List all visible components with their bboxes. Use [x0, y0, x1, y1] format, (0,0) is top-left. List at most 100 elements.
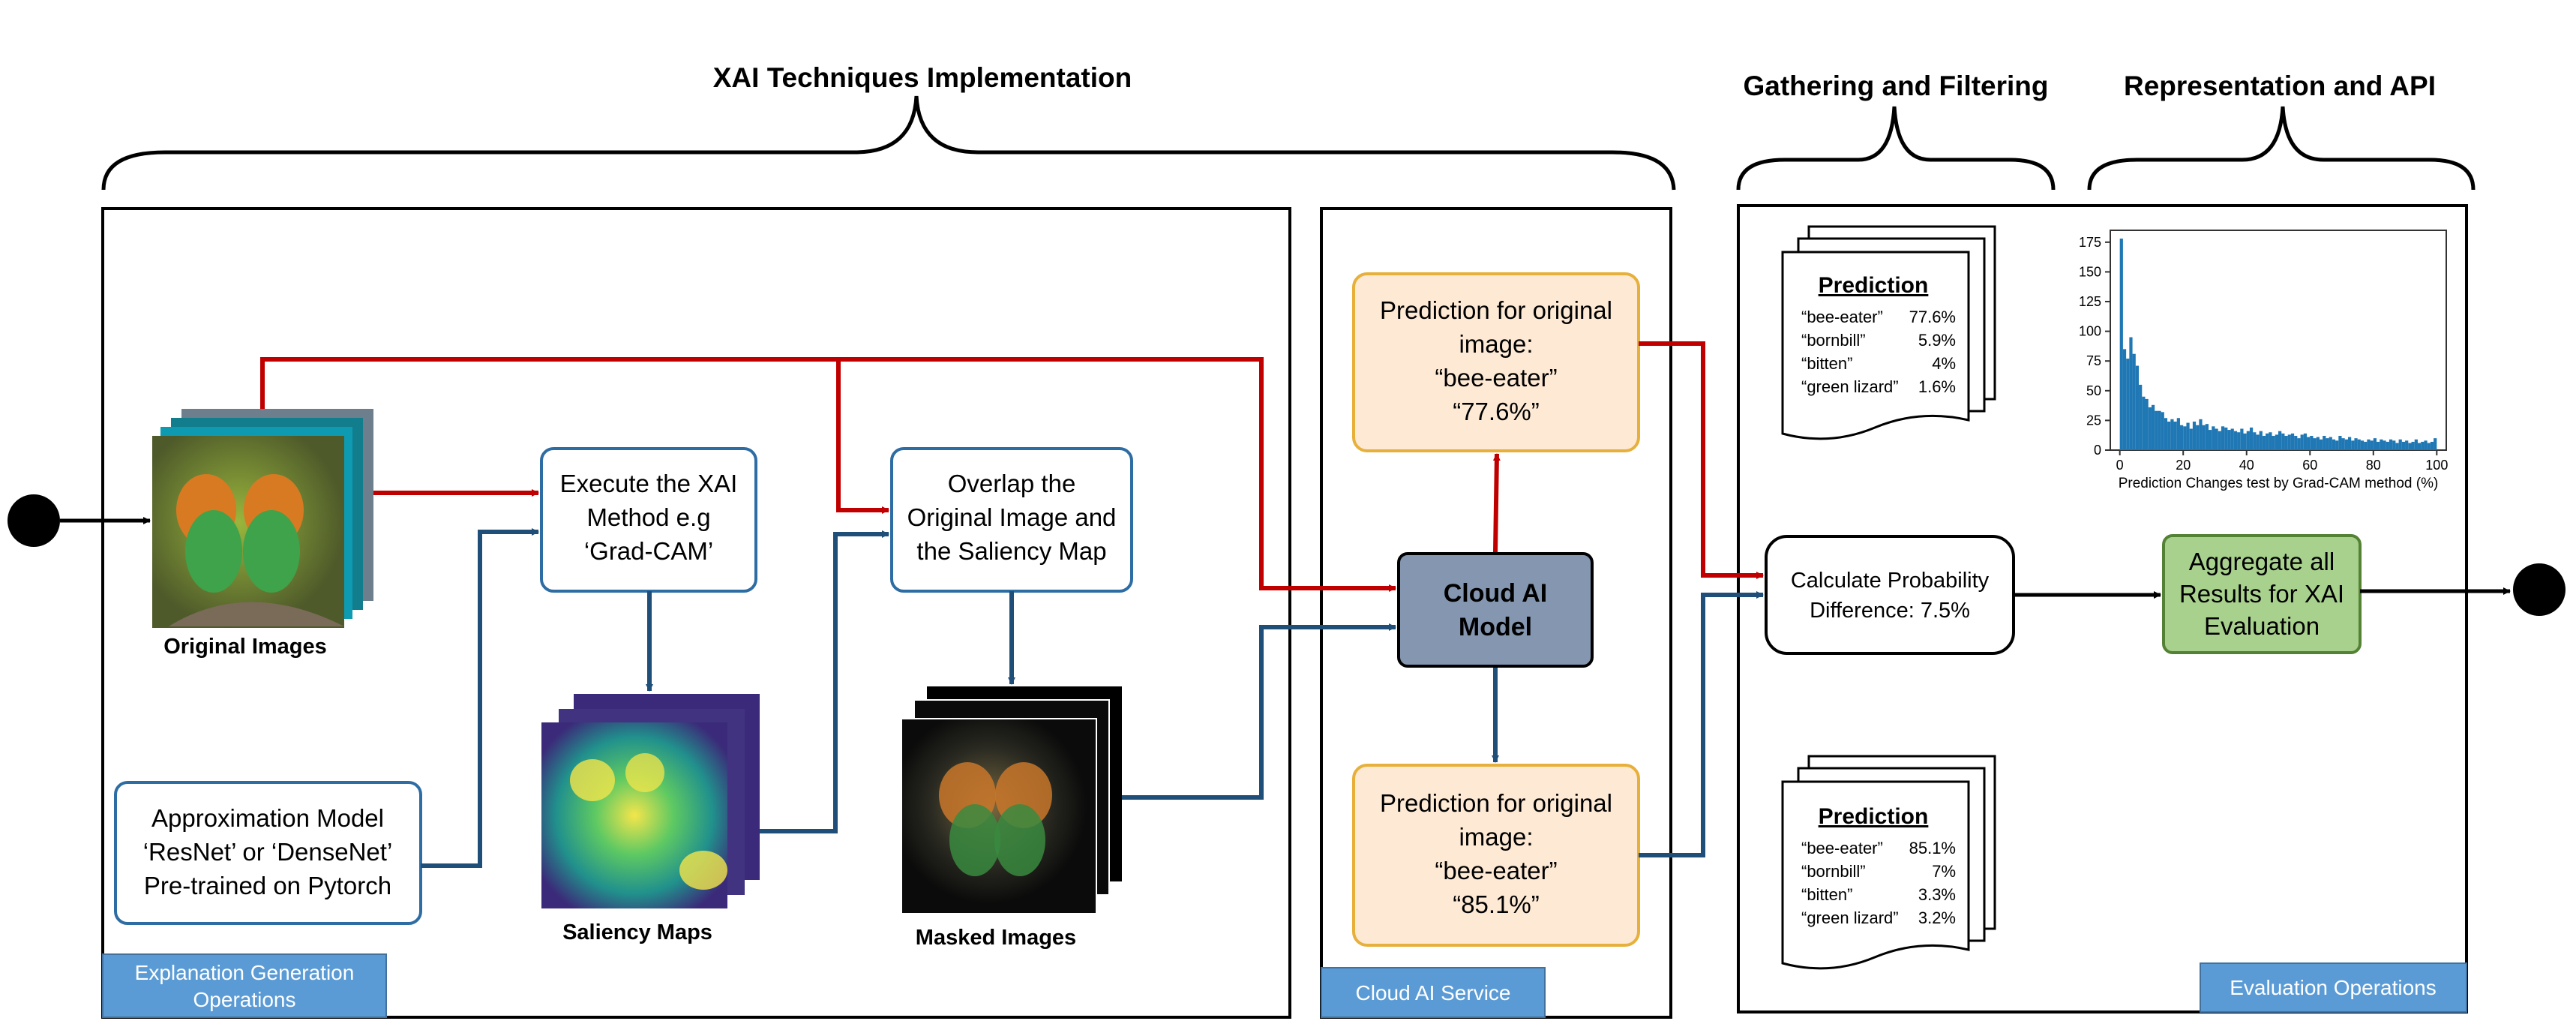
histogram-bar: [2155, 410, 2158, 450]
histogram-bar: [2427, 443, 2431, 450]
prediction-doc-top-title: Prediction: [1819, 273, 1929, 298]
red-arrow-pred-top-to-calculate: [1639, 341, 1764, 579]
brace-representation: [2087, 106, 2476, 191]
aggregate-results-box: [2162, 534, 2362, 654]
histogram-bar: [2424, 440, 2428, 450]
approximation-line1: Approximation Model: [151, 804, 384, 832]
y-tick-label: 150: [2079, 264, 2101, 279]
x-tick-label: 40: [2239, 458, 2254, 473]
histogram-bar: [2189, 428, 2193, 450]
histogram-bar: [2364, 441, 2368, 450]
histogram-bar: [2347, 437, 2352, 450]
caption-masked-images: Masked Images: [916, 926, 1076, 950]
histogram-frame: [2110, 230, 2447, 451]
histogram-bar: [2233, 431, 2238, 450]
overlap-line1: Overlap the: [948, 470, 1076, 497]
histogram-bar: [2269, 432, 2272, 450]
masked-image-front: [901, 718, 1097, 914]
doc-bottom-row2-label: “bornbill”: [1801, 862, 1866, 881]
panel-evaluation: [1737, 204, 2468, 1013]
header-representation-api: Representation and API: [2124, 71, 2436, 101]
histogram-bar: [2183, 426, 2187, 450]
prediction-top-line4: “77.6%”: [1453, 398, 1540, 425]
x-tick-label: 60: [2302, 458, 2317, 473]
histogram-bar: [2243, 433, 2247, 450]
histogram-bar: [2148, 407, 2152, 450]
histogram-bar: [2170, 419, 2174, 450]
histogram-bar: [2414, 439, 2418, 450]
histogram-bar: [2237, 432, 2241, 450]
caption-original-images: Original Images: [163, 635, 327, 659]
histogram-bar: [2176, 418, 2180, 450]
execute-xai-line2: Method e.g: [586, 503, 710, 531]
tag-evaluation-operations: Evaluation Operations: [2200, 962, 2467, 1013]
blue-arrow-saliency-to-overlap: [760, 530, 889, 833]
histogram-bar: [2401, 441, 2406, 450]
doc-bottom-row3-value: 3.3%: [1918, 885, 1956, 904]
histogram-bar: [2167, 421, 2171, 450]
prediction-doc-top: Prediction “bee-eater” 77.6% “bornbill” …: [1781, 225, 1996, 440]
x-tick-label: 0: [2116, 458, 2124, 473]
histogram-bar: [2142, 396, 2146, 450]
histogram-bar: [2173, 421, 2177, 450]
doc-bottom-row4-label: “green lizard”: [1801, 908, 1899, 927]
histogram-bar: [2186, 422, 2190, 450]
doc-top-row2-label: “bornbill”: [1801, 331, 1866, 350]
cloud-model-line1: Cloud AI: [1444, 579, 1548, 608]
histogram-bar: [2389, 439, 2393, 450]
histogram-bar: [2405, 440, 2409, 450]
histogram-bar: [2434, 438, 2437, 450]
histogram-bar: [2132, 353, 2136, 450]
x-tick-label: 20: [2176, 458, 2191, 473]
calculate-line1: Calculate Probability: [1791, 569, 1990, 593]
histogram-bar: [2421, 441, 2425, 450]
histogram-bar: [2196, 425, 2200, 450]
doc-top-row4-value: 1.6%: [1918, 377, 1956, 396]
histogram-bar: [2129, 337, 2133, 450]
approximation-model-box: [114, 781, 422, 925]
histogram-bar: [2230, 428, 2234, 450]
histogram-bar: [2139, 384, 2143, 450]
tag-cloud-label: Cloud AI Service: [1356, 981, 1511, 1004]
histogram-xlabel: Prediction Changes test by Grad-CAM meth…: [2119, 476, 2439, 491]
histogram-bar: [2212, 426, 2215, 450]
histogram-bar: [2287, 434, 2291, 450]
histogram-bar: [2408, 443, 2412, 450]
histogram-bar: [2253, 432, 2257, 450]
histogram-bar: [2338, 435, 2342, 450]
overlap-line3: the Saliency Map: [916, 537, 1106, 565]
histogram-bar: [2380, 439, 2383, 450]
histogram-bar: [2373, 438, 2377, 450]
brace-gathering: [1736, 106, 2056, 191]
tag-explanation-line2: Operations: [193, 988, 296, 1011]
original-images-stack: [152, 409, 373, 628]
histogram-bar: [2249, 427, 2254, 450]
blue-arrow-pred-bottom-to-calculate: [1639, 591, 1764, 857]
histogram-bar: [2303, 433, 2308, 450]
histogram-bar: [2367, 439, 2371, 450]
header-gathering-filtering: Gathering and Filtering: [1743, 71, 2048, 101]
doc-top-row2-value: 5.9%: [1918, 331, 1956, 350]
histogram-bar: [2215, 428, 2218, 450]
prediction-bottom-line4: “85.1%”: [1453, 890, 1540, 918]
histogram-bar: [2246, 431, 2250, 450]
cloud-ai-model-box: [1397, 552, 1594, 668]
calculate-line2: Difference: 7.5%: [1810, 599, 1970, 623]
aggregate-line2: Results for XAI: [2179, 580, 2344, 608]
histogram-bar: [2209, 430, 2212, 450]
x-tick-label: 100: [2425, 458, 2448, 473]
prediction-bottom-line2: image:: [1459, 823, 1533, 851]
doc-bottom-row3-label: “bitten”: [1801, 885, 1852, 904]
histogram-bar: [2351, 440, 2355, 450]
histogram-bar: [2272, 435, 2275, 450]
x-tick-label: 80: [2366, 458, 2381, 473]
y-tick-label: 75: [2086, 353, 2101, 368]
histogram-bar: [2329, 437, 2332, 450]
histogram-bar: [2332, 439, 2336, 450]
brace-xai: [101, 95, 1676, 191]
histogram-bar: [2281, 433, 2285, 450]
start-node: [7, 494, 60, 547]
tag-explanation-line1: Explanation Generation: [135, 961, 355, 984]
histogram-bar: [2224, 427, 2228, 450]
y-tick-label: 175: [2079, 235, 2101, 250]
